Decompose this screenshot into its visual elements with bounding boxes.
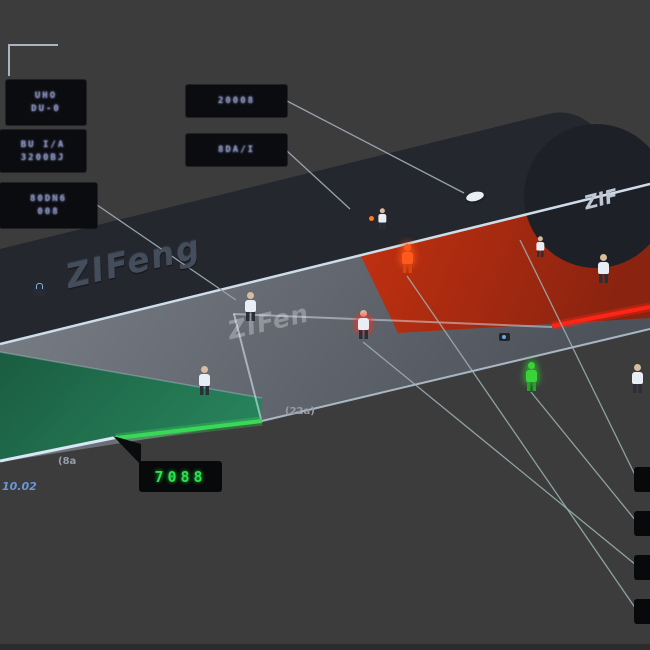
figure-torso bbox=[357, 318, 369, 330]
distance-label-a: (22a) bbox=[285, 406, 315, 417]
player-figure-4[interactable] bbox=[595, 254, 611, 284]
callout-text: 20008 bbox=[217, 96, 256, 106]
callout-box-mid-1: 20008 bbox=[186, 85, 287, 117]
leader-line-stub-1 bbox=[519, 239, 637, 478]
player-figure-highlight-red[interactable] bbox=[355, 310, 371, 340]
scoreboard-digits: 7088 bbox=[154, 467, 207, 486]
callout-box-left-1: UHO DU-0 bbox=[6, 80, 86, 125]
player-figure-3[interactable] bbox=[534, 236, 546, 258]
track-band-endcap bbox=[524, 124, 650, 268]
callout-stub-3 bbox=[634, 555, 650, 580]
figure-head bbox=[403, 244, 411, 251]
callout-text: BU I/A bbox=[20, 139, 66, 150]
figure-torso bbox=[631, 372, 643, 384]
runner-figure-small[interactable] bbox=[376, 208, 388, 230]
figure-head bbox=[599, 254, 607, 261]
figure-head bbox=[379, 208, 385, 214]
corner-bracket-line bbox=[8, 44, 58, 76]
figure-torso bbox=[401, 252, 413, 264]
figure-torso bbox=[536, 241, 544, 251]
player-figure-5[interactable] bbox=[629, 364, 645, 394]
callout-box-mid-2: 8DA/I bbox=[186, 134, 287, 166]
figure-legs bbox=[358, 330, 368, 339]
court-top-edge-line bbox=[0, 182, 650, 346]
scoreboard-pointer bbox=[113, 436, 141, 465]
figure-legs bbox=[378, 222, 386, 230]
callout-text: 80DN6 bbox=[29, 194, 68, 204]
figure-legs bbox=[245, 312, 255, 321]
player-figure-green[interactable] bbox=[523, 362, 539, 392]
leader-line-stub-3 bbox=[362, 341, 637, 566]
figure-legs bbox=[632, 384, 642, 393]
figure-torso bbox=[244, 300, 256, 312]
scoreboard-panel: 7088 bbox=[139, 461, 222, 492]
callout-box-left-3: 80DN6 008 bbox=[0, 183, 97, 228]
player-figure-1[interactable] bbox=[242, 292, 258, 322]
figure-head bbox=[200, 366, 208, 373]
callout-text: UHO bbox=[34, 91, 58, 101]
bottom-edge bbox=[0, 644, 650, 650]
tag-icon bbox=[499, 333, 510, 341]
player-figure-2[interactable] bbox=[196, 366, 212, 396]
figure-head bbox=[633, 364, 641, 371]
leader-line-stub-2 bbox=[530, 391, 637, 522]
callout-stub-4 bbox=[634, 599, 650, 624]
lock-icon bbox=[33, 283, 45, 296]
player-figure-highlight-orange[interactable] bbox=[399, 244, 415, 274]
orange-spot-icon bbox=[369, 216, 374, 221]
corner-value-label: 10.02 bbox=[2, 480, 37, 493]
leader-line-stub-4 bbox=[406, 275, 637, 610]
figure-legs bbox=[526, 382, 536, 391]
figure-torso bbox=[378, 213, 386, 223]
callout-stub-2 bbox=[634, 511, 650, 536]
callout-box-left-2: BU I/A 3200BJ bbox=[0, 130, 86, 172]
callout-text: 3200BJ bbox=[20, 152, 66, 163]
leader-line-mid-1 bbox=[286, 100, 465, 194]
front-edge-left-line bbox=[0, 435, 119, 463]
figure-head bbox=[359, 310, 367, 317]
figure-legs bbox=[402, 264, 412, 273]
callout-text: DU-0 bbox=[31, 104, 61, 114]
green-edge-line bbox=[115, 419, 263, 440]
figure-legs bbox=[536, 250, 544, 258]
green-zone-top-line bbox=[0, 351, 263, 399]
green-zone bbox=[0, 352, 262, 461]
figure-legs bbox=[199, 386, 209, 395]
figure-torso bbox=[597, 262, 609, 274]
callout-text: 008 bbox=[37, 207, 60, 217]
figure-legs bbox=[598, 274, 608, 283]
distance-label-b: (8a bbox=[58, 456, 77, 467]
court-divider-line bbox=[233, 313, 262, 420]
track-band bbox=[0, 112, 607, 345]
figure-head bbox=[246, 292, 254, 299]
callout-text: 8DA/I bbox=[217, 145, 256, 155]
front-edge-right-line bbox=[261, 328, 650, 422]
leader-line-mid-2 bbox=[286, 150, 351, 210]
leader-line-left bbox=[96, 204, 237, 301]
court-mid-line bbox=[232, 313, 553, 328]
figure-torso bbox=[198, 374, 210, 386]
callout-stub-1 bbox=[634, 467, 650, 492]
figure-head bbox=[527, 362, 535, 369]
figure-torso bbox=[525, 370, 537, 382]
red-edge-line bbox=[551, 305, 650, 328]
figure-head bbox=[537, 236, 543, 242]
